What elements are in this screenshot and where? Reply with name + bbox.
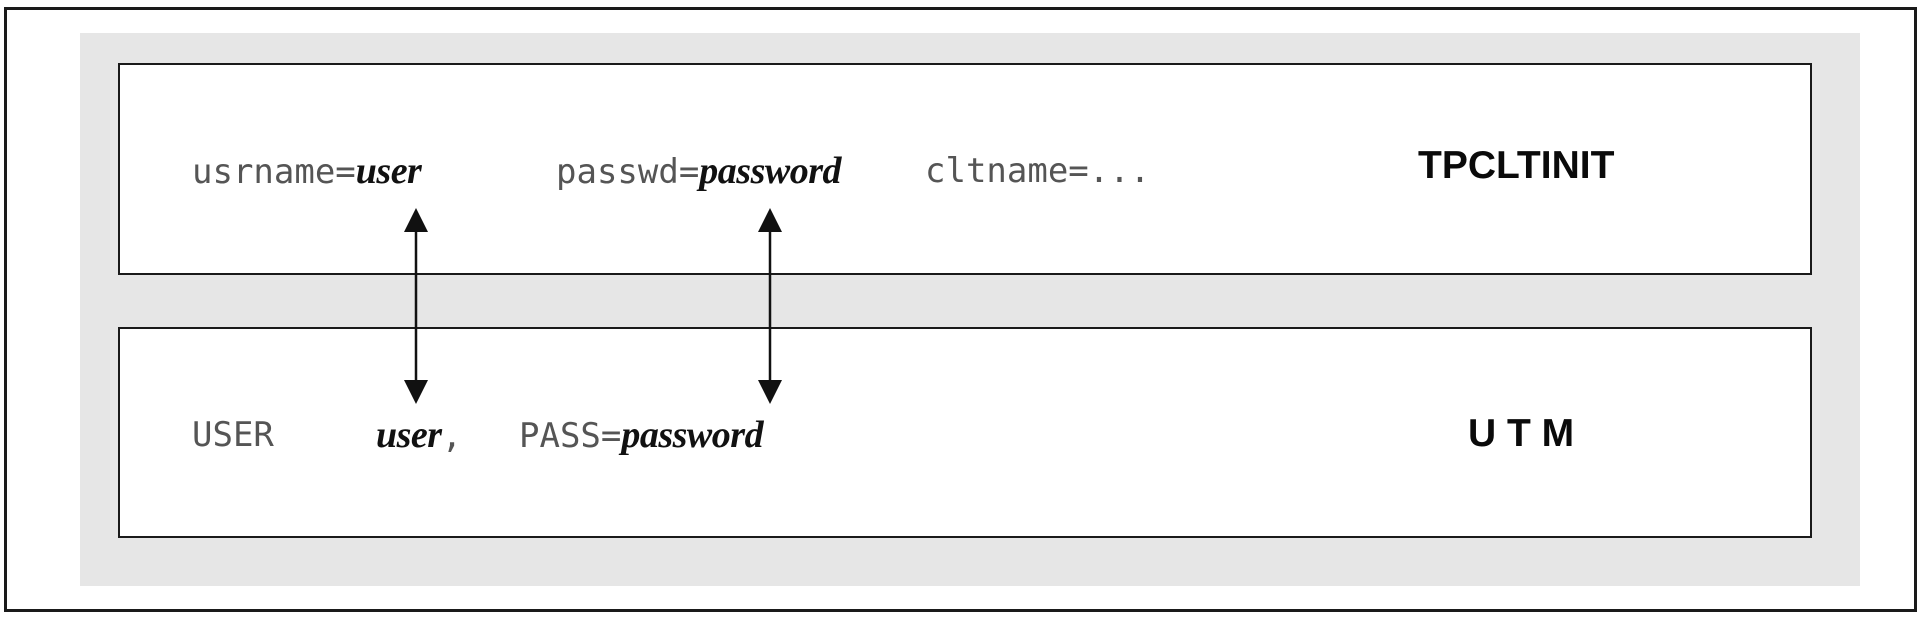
- pass-value: password: [621, 414, 764, 456]
- passwd-key: passwd=: [556, 152, 700, 192]
- passwd-value: password: [699, 150, 842, 192]
- tpcltinit-label: TPCLTINIT: [1418, 144, 1615, 187]
- user-value: user: [376, 414, 442, 456]
- cltname-param: cltname=...: [925, 151, 1151, 191]
- user-keyword: USER: [192, 415, 274, 455]
- utm-box: [118, 327, 1812, 538]
- user-param: user,: [376, 416, 462, 454]
- user-separator: ,: [441, 416, 463, 456]
- usrname-param: usrname=user: [192, 150, 422, 192]
- usrname-value: user: [355, 150, 422, 192]
- usrname-key: usrname=: [192, 152, 356, 192]
- utm-label: U T M: [1468, 412, 1575, 455]
- pass-key: PASS=: [519, 416, 622, 456]
- tpcltinit-box: [118, 63, 1812, 275]
- passwd-param: passwd=password: [556, 150, 842, 192]
- pass-param: PASS=password: [519, 414, 764, 456]
